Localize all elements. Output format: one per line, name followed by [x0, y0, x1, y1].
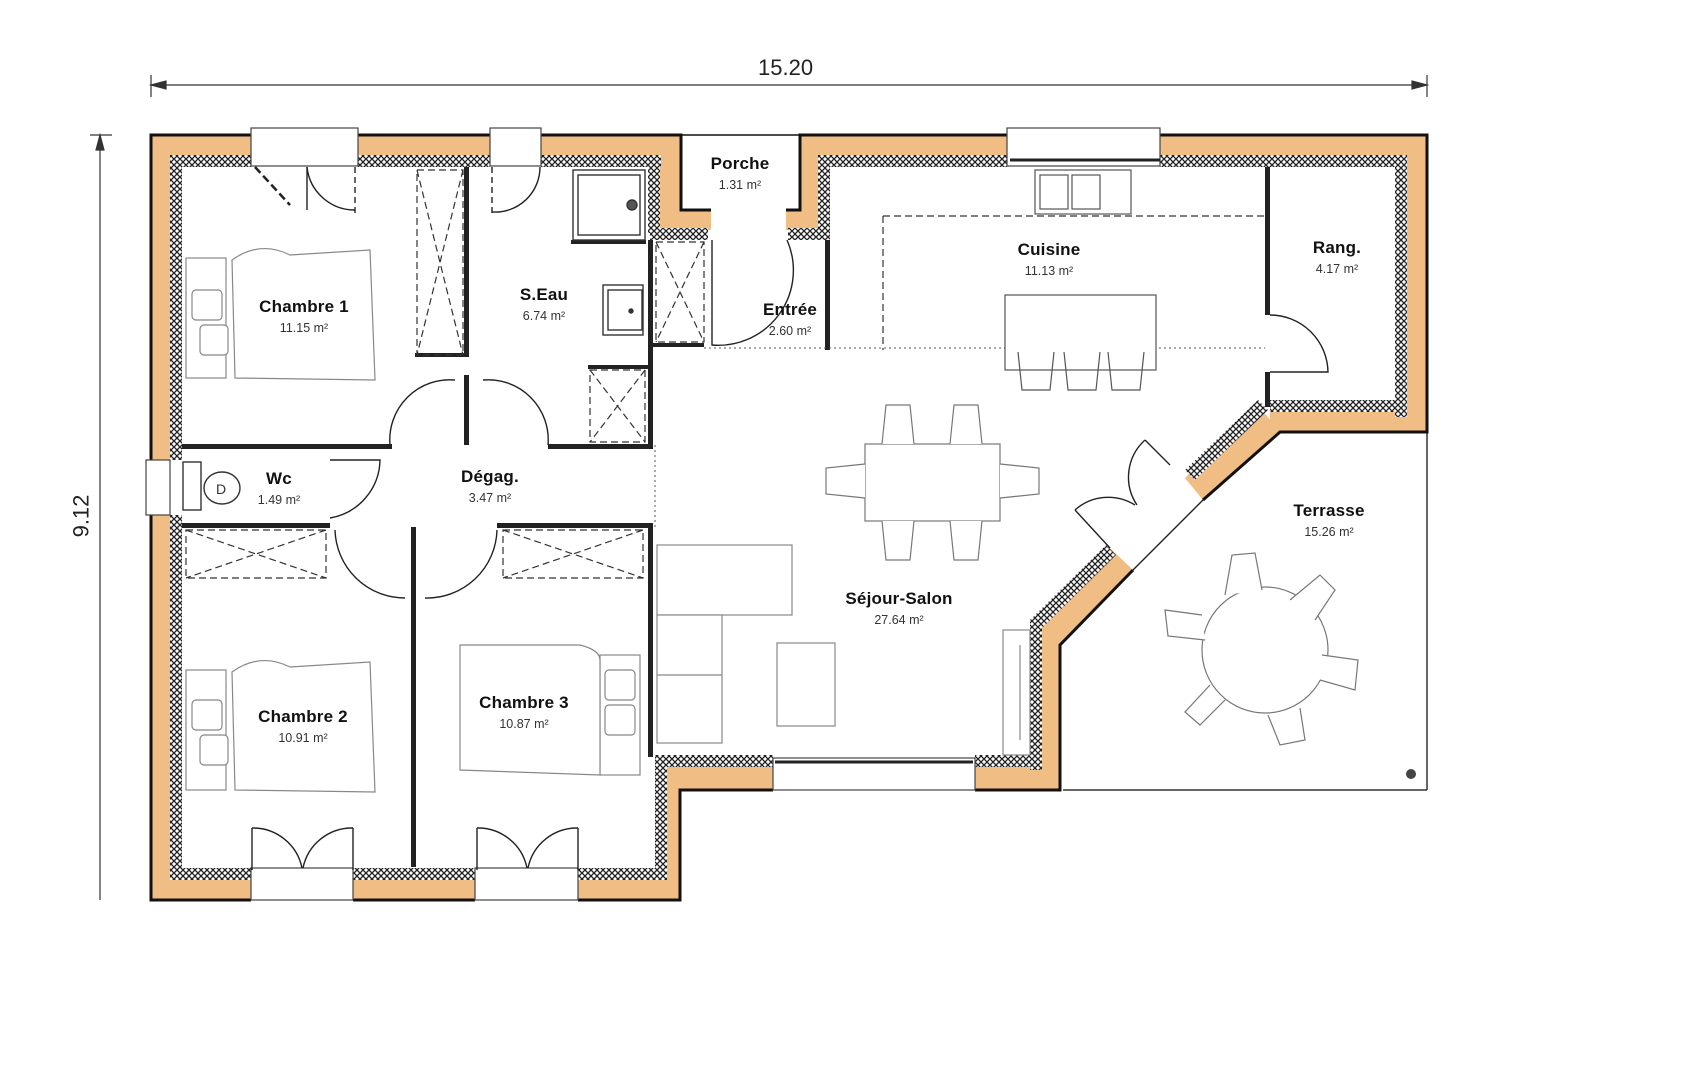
- closets: [185, 169, 1265, 579]
- room-label-chambre-2: Chambre 2 10.91 m²: [258, 707, 348, 745]
- room-area: 2.60 m²: [768, 324, 812, 338]
- room-area: 27.64 m²: [874, 613, 924, 627]
- room-label-rang: Rang. 4.17 m²: [1313, 238, 1361, 276]
- floor-boundaries: [654, 347, 1265, 527]
- room-area: 1.31 m²: [718, 178, 762, 192]
- room-name: Rang.: [1312, 238, 1362, 257]
- room-area: 3.47 m²: [468, 491, 512, 505]
- room-label-porche: Porche 1.31 m²: [711, 154, 770, 192]
- room-label-cuisine: Cuisine 11.13 m²: [1018, 240, 1081, 278]
- room-name: S.Eau: [519, 285, 569, 304]
- room-name: Cuisine: [1017, 240, 1081, 259]
- room-name: Terrasse: [1293, 501, 1365, 520]
- room-area: 4.17 m²: [1315, 262, 1359, 276]
- room-label-entree: Entrée 2.60 m²: [763, 300, 817, 338]
- dimension-height-line: [90, 132, 112, 900]
- room-area: 6.74 m²: [522, 309, 566, 323]
- room-area: 1.49 m²: [257, 493, 301, 507]
- room-name: Dégag.: [461, 467, 519, 486]
- room-label-sejour-salon: Séjour-Salon 27.64 m²: [845, 589, 952, 627]
- dimension-width-line: [148, 75, 1430, 97]
- wall-outlines: [149, 133, 1429, 902]
- room-label-terrasse: Terrasse 15.26 m²: [1293, 501, 1364, 539]
- terrace-table: [1164, 552, 1359, 746]
- kitchen-fixtures: [1004, 169, 1157, 391]
- height-dimension-label: 9.12: [68, 494, 94, 538]
- dining-table: [825, 404, 1040, 561]
- room-label-wc: Wc 1.49 m²: [258, 469, 300, 507]
- room-label-chambre-1: Chambre 1 11.15 m²: [259, 297, 349, 335]
- room-name: Chambre 1: [259, 297, 349, 316]
- width-dimension-label: 15.20: [758, 55, 814, 80]
- room-area: 10.87 m²: [499, 717, 549, 731]
- room-name: Séjour-Salon: [845, 589, 953, 608]
- room-label-degag: Dégag. 3.47 m²: [461, 467, 519, 505]
- room-name: Chambre 2: [258, 707, 348, 726]
- beds: [185, 247, 641, 793]
- room-name: Chambre 3: [479, 693, 569, 712]
- terrace-outline: [1063, 430, 1428, 791]
- room-label-s-eau: S.Eau 6.74 m²: [520, 285, 568, 323]
- room-label-chambre-3: Chambre 3 10.87 m²: [479, 693, 569, 731]
- insulation-layer: [170, 155, 1407, 880]
- svg-text:D: D: [216, 481, 226, 497]
- room-name: Porche: [710, 154, 770, 173]
- room-area: 11.13 m²: [1024, 264, 1074, 278]
- living-room-furniture: [656, 544, 1031, 756]
- door-swings: [251, 166, 1329, 870]
- bathroom-fixtures: D: [182, 169, 646, 511]
- room-name: Wc: [266, 469, 292, 488]
- room-name: Entrée: [762, 300, 818, 319]
- interior-walls: [182, 167, 1270, 867]
- room-area: 15.26 m²: [1304, 525, 1354, 539]
- room-area: 11.15 m²: [279, 321, 329, 335]
- room-area: 10.91 m²: [278, 731, 328, 745]
- windows: [145, 127, 1161, 901]
